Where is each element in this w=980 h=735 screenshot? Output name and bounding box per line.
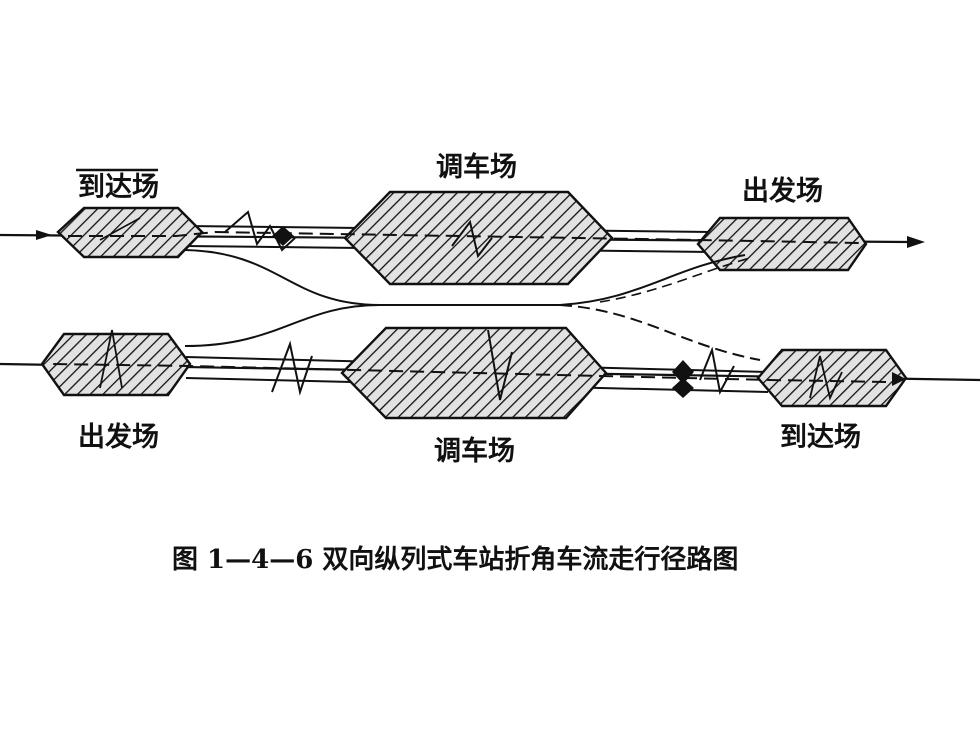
lower-diamond-mark-2 — [672, 378, 694, 398]
lower-right-zigzag — [699, 346, 735, 395]
connection-to-upper-departure — [559, 254, 746, 306]
connection-dashed-upper-branch — [599, 257, 751, 303]
upper-hump-zigzag — [451, 219, 493, 259]
upper-diamond-mark — [272, 226, 294, 246]
figure-caption: 图 1—4—6 双向纵列式车站折角车流走行径路图 — [172, 544, 738, 575]
connection-to-lower-arrival — [559, 304, 761, 361]
upper-entry-arrow — [36, 230, 52, 240]
lower-zigzag-mark — [271, 340, 313, 396]
lower-arrival-yard-label: 到达场 — [780, 422, 861, 453]
crossover-connections — [184, 249, 761, 361]
upper-system — [0, 190, 925, 286]
upper-arrival-yard-label: 到达场 — [78, 172, 159, 203]
lower-departure-zigzag — [99, 329, 123, 389]
lower-flow-route — [51, 363, 887, 383]
lower-departure-yard-shape — [40, 332, 192, 397]
connection-upper-arrival-to-lower-departure — [184, 249, 560, 306]
lower-system — [0, 326, 980, 420]
upper-zigzag-mark — [224, 210, 296, 252]
lower-exit-arrow — [892, 372, 906, 386]
lower-diamond-mark — [672, 360, 694, 384]
lower-arrival-zigzag — [809, 355, 843, 401]
upper-flow-route — [68, 230, 861, 244]
lower-hump-zigzag — [487, 329, 513, 401]
lower-arrival-yard-shape — [756, 348, 908, 408]
upper-departure-yard-shape — [696, 216, 868, 272]
upper-departure-yard-label: 出发场 — [742, 175, 823, 207]
lower-departure-yard-label: 出发场 — [78, 421, 159, 453]
upper-hump-yard-label: 调车场 — [436, 151, 517, 183]
upper-exit-arrow — [907, 236, 925, 248]
connection-lower-departure-to-upper — [184, 304, 381, 347]
upper-yard-accent — [99, 217, 141, 241]
upper-hump-yard-shape — [343, 190, 614, 286]
upper-arrival-yard-shape — [56, 206, 204, 259]
lower-hump-yard-label: 调车场 — [434, 435, 515, 467]
